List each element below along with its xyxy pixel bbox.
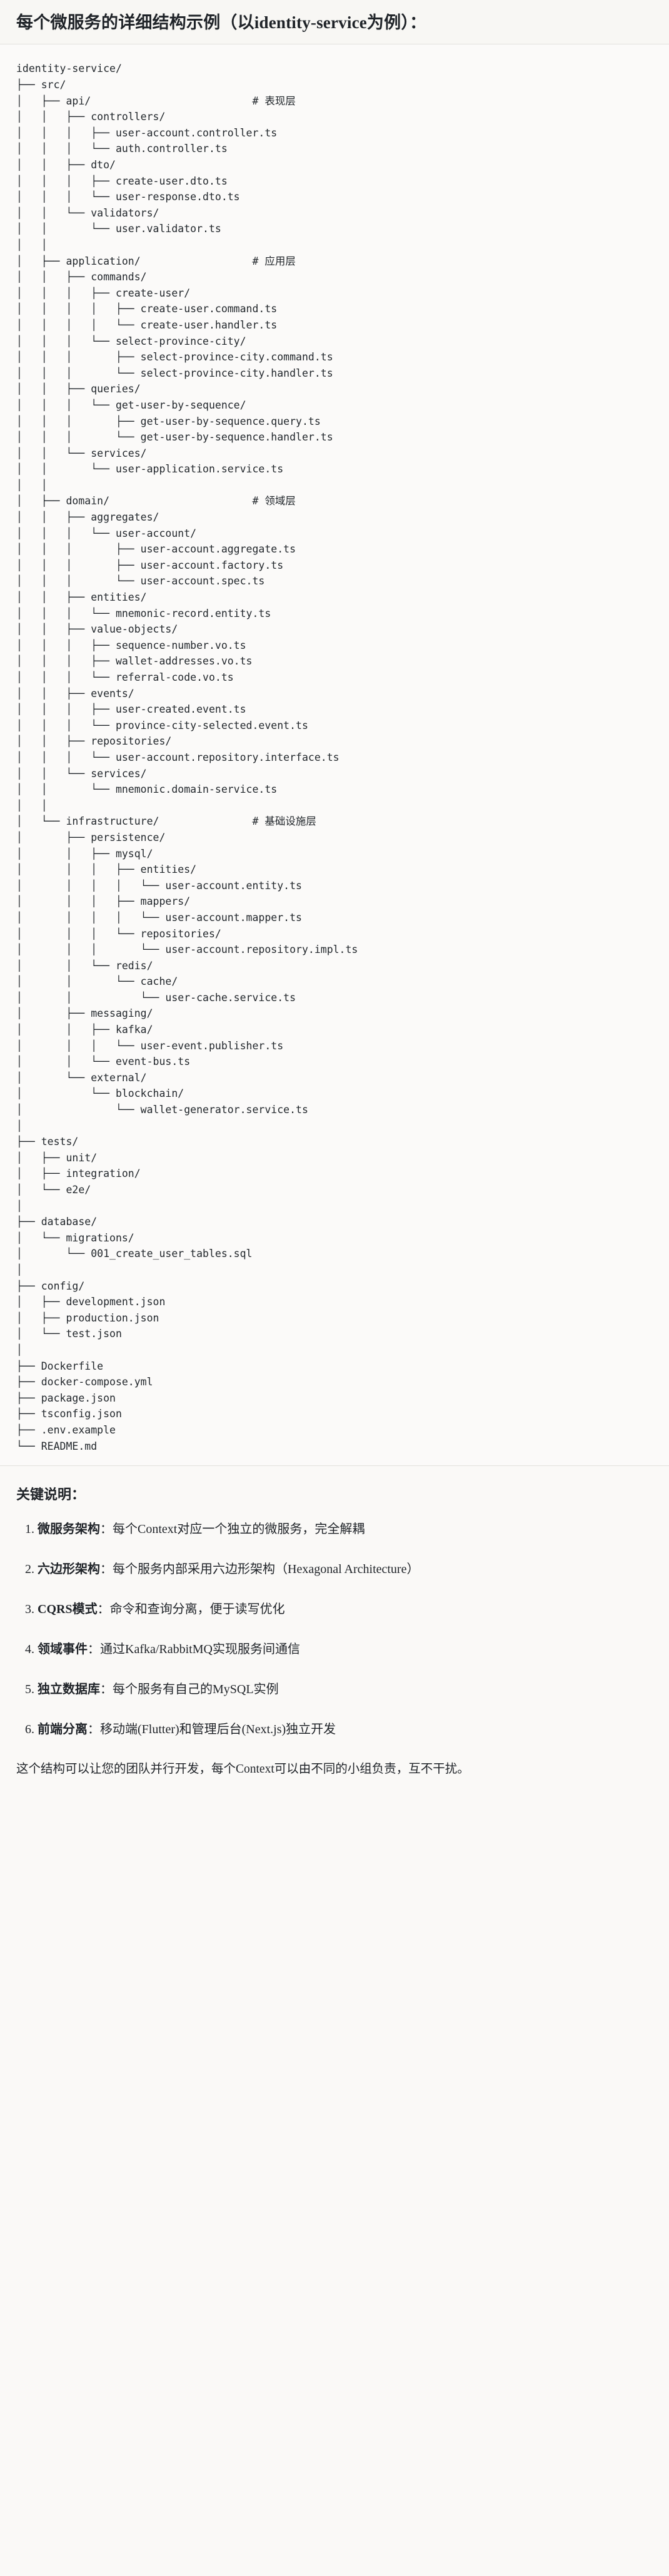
key-point-separator: ： <box>100 1562 113 1577</box>
key-point-item: 前端分离：移动端(Flutter)和管理后台(Next.js)独立开发 <box>38 1720 653 1739</box>
key-point-separator: ： <box>88 1723 100 1737</box>
key-point-item: 领域事件：通过Kafka/RabbitMQ实现服务间通信 <box>38 1640 653 1659</box>
key-point-description: 通过Kafka/RabbitMQ实现服务间通信 <box>100 1642 300 1657</box>
key-point-item: 独立数据库：每个服务有自己的MySQL实例 <box>38 1680 653 1699</box>
key-point-item: 六边形架构：每个服务内部采用六边形架构（Hexagonal Architectu… <box>38 1560 653 1579</box>
key-point-term: 独立数据库 <box>38 1683 100 1697</box>
key-point-description: 移动端(Flutter)和管理后台(Next.js)独立开发 <box>100 1723 336 1737</box>
key-points-title: 关键说明： <box>16 1487 86 1503</box>
key-point-description: 每个服务内部采用六边形架构（Hexagonal Architecture） <box>113 1562 420 1577</box>
page-header: 每个微服务的详细结构示例（以identity-service为例）： <box>0 0 669 45</box>
directory-tree: identity-service/ ├── src/ │ ├── api/ # … <box>16 63 358 1452</box>
directory-tree-block: identity-service/ ├── src/ │ ├── api/ # … <box>0 44 669 1466</box>
key-point-separator: ： <box>100 1683 113 1697</box>
key-point-term: 微服务架构 <box>38 1522 100 1537</box>
key-point-separator: ： <box>100 1522 113 1537</box>
key-point-term: CQRS模式 <box>38 1602 98 1617</box>
key-points-section: 关键说明： 微服务架构：每个Context对应一个独立的微服务，完全解耦六边形架… <box>0 1465 669 1801</box>
key-point-description: 每个Context对应一个独立的微服务，完全解耦 <box>113 1522 365 1537</box>
document-page: 每个微服务的详细结构示例（以identity-service为例）： ident… <box>0 0 669 1801</box>
key-point-term: 领域事件 <box>38 1642 88 1657</box>
key-point-description: 命令和查询分离，便于读写优化 <box>109 1602 285 1617</box>
key-point-separator: ： <box>97 1602 110 1617</box>
closing-paragraph: 这个结构可以让您的团队并行开发，每个Context可以由不同的小组负责，互不干扰… <box>16 1763 470 1776</box>
key-points-list: 微服务架构：每个Context对应一个独立的微服务，完全解耦六边形架构：每个服务… <box>16 1520 653 1739</box>
key-point-separator: ： <box>88 1642 100 1657</box>
key-point-term: 前端分离 <box>38 1723 88 1737</box>
key-point-item: CQRS模式：命令和查询分离，便于读写优化 <box>38 1600 653 1619</box>
key-point-description: 每个服务有自己的MySQL实例 <box>113 1683 279 1697</box>
page-title: 每个微服务的详细结构示例（以identity-service为例）： <box>16 13 427 32</box>
key-point-term: 六边形架构 <box>38 1562 100 1577</box>
key-point-item: 微服务架构：每个Context对应一个独立的微服务，完全解耦 <box>38 1520 653 1539</box>
